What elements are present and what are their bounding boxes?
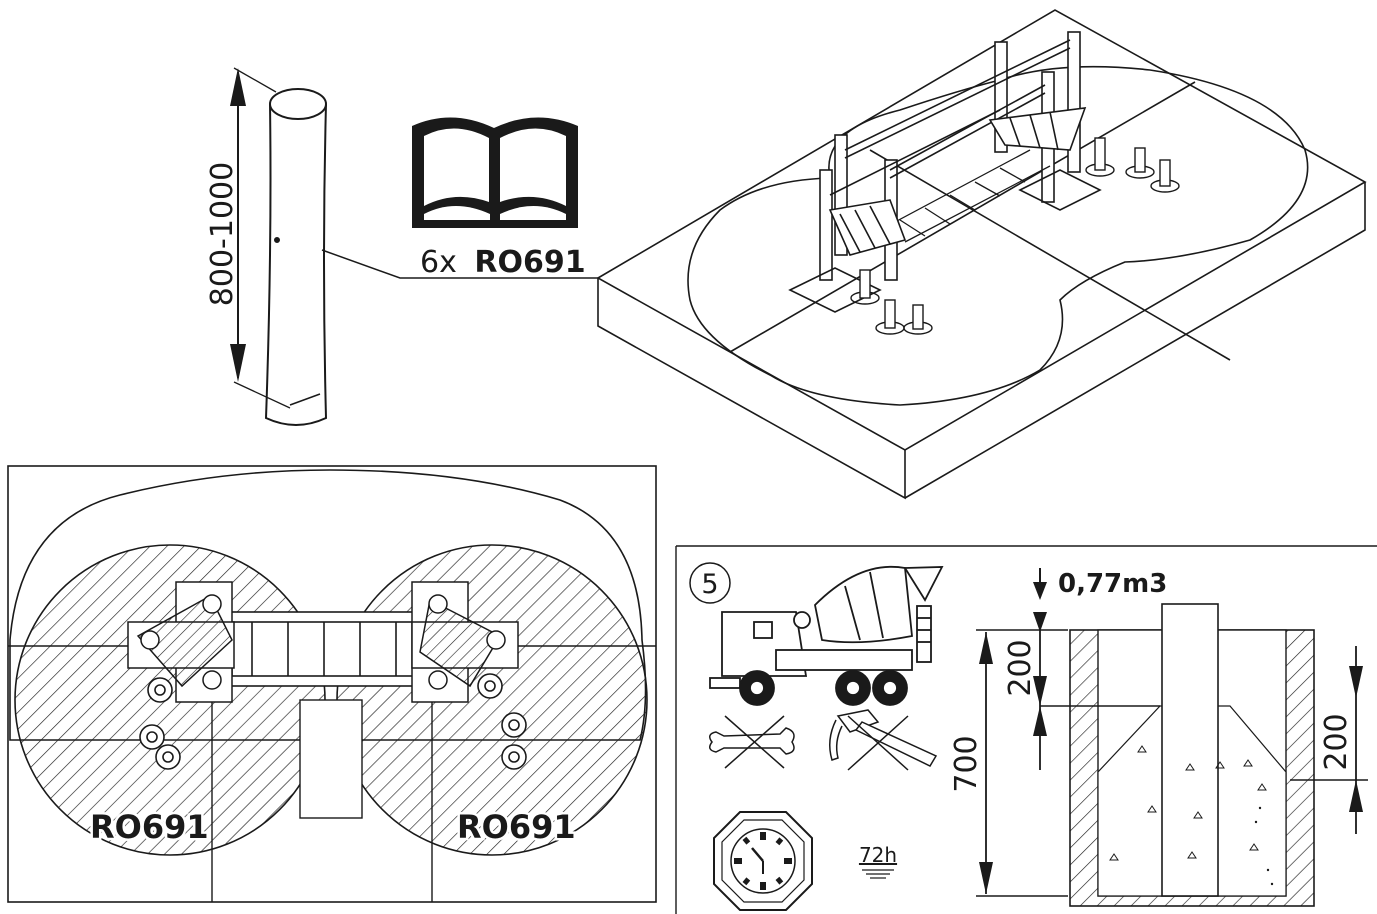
step-number: 5 xyxy=(701,569,718,600)
step-number-circle xyxy=(689,562,731,604)
plan-right-platform xyxy=(411,581,519,703)
cure-time: 72h xyxy=(859,843,897,879)
manual-part-code: RO691 xyxy=(474,245,585,280)
depth-total-label: 700 xyxy=(949,735,984,792)
side-offset-label: 200 xyxy=(1319,713,1354,770)
top-offset-label: 200 xyxy=(1003,639,1038,696)
concrete-mixer-truck-icon xyxy=(709,565,944,706)
volume-arrow xyxy=(1033,568,1047,600)
isometric-site xyxy=(596,9,1367,500)
post-dimension-arrow xyxy=(230,68,246,382)
concrete-step: 5 xyxy=(675,545,1377,914)
dimension-arrowheads xyxy=(979,612,1363,894)
plan-left-platform xyxy=(127,581,235,703)
open-book-icon xyxy=(412,117,578,228)
no-hammer-icon xyxy=(829,709,938,771)
manual-quantity: 6x xyxy=(420,245,457,280)
foundation-section xyxy=(1069,603,1315,907)
post-dimension-label: 800-1000 xyxy=(205,162,240,306)
plan-right-label: RO691 xyxy=(457,808,576,846)
cure-time-label: 72h xyxy=(859,843,897,867)
clock-icon xyxy=(713,811,813,911)
plan-bridge xyxy=(224,611,426,687)
site-net-bridge xyxy=(879,149,1051,243)
concrete-volume: 0,77m3 xyxy=(1058,569,1167,599)
no-wrench-icon xyxy=(709,715,795,769)
plan-left-label: RO691 xyxy=(90,808,209,846)
post-drawing xyxy=(233,67,328,426)
site-beams xyxy=(829,39,1071,196)
manual-reference: 6x RO691 xyxy=(420,245,586,280)
plan-footings xyxy=(139,673,527,770)
plan-view: RO691 RO691 xyxy=(7,465,657,903)
site-footings xyxy=(850,137,1180,335)
